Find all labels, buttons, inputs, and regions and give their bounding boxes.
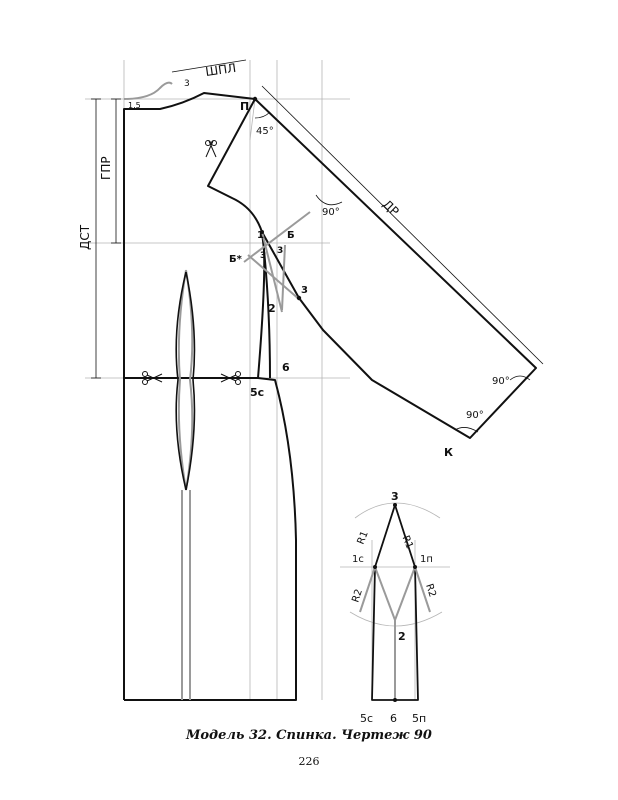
label-six: 6 bbox=[282, 361, 290, 374]
label-angle-45: 45° bbox=[256, 126, 274, 137]
page-number: 226 bbox=[298, 755, 320, 768]
label-three-b: 3 bbox=[277, 246, 283, 256]
inset-label-five-c: 5с bbox=[360, 712, 373, 725]
label-shpl: ШПЛ bbox=[204, 61, 237, 79]
dimension-lines bbox=[91, 59, 544, 379]
label-one-five: 1.5 bbox=[128, 101, 141, 110]
inset-label-three: 3 bbox=[391, 490, 399, 503]
label-three-a: 3 bbox=[260, 251, 266, 261]
label-angle-90-a: 90° bbox=[322, 207, 340, 218]
label-b-star: Б* bbox=[229, 254, 243, 265]
inset-label-r1-left: R1 bbox=[356, 530, 371, 546]
label-one: 1 bbox=[257, 230, 264, 241]
figure-caption: Модель 32. Спинка. Чертеж 90 bbox=[186, 728, 432, 743]
back-outline bbox=[123, 92, 537, 701]
inset-label-five-p: 5п bbox=[412, 712, 426, 725]
label-three-top: 3 bbox=[184, 79, 190, 89]
label-angle-90-c: 90° bbox=[466, 410, 484, 421]
label-dr: ДР bbox=[380, 197, 402, 219]
points bbox=[252, 96, 302, 301]
label-dst: ДСТ bbox=[78, 224, 92, 250]
inset-label-six: 6 bbox=[390, 712, 397, 725]
label-p: П bbox=[240, 100, 249, 113]
scissors-icon bbox=[220, 371, 241, 385]
angle-marks bbox=[254, 111, 531, 433]
label-two: 2 bbox=[268, 302, 276, 315]
inset-label-one-c: 1с bbox=[352, 554, 364, 565]
inset-label-r2-right: R2 bbox=[423, 583, 438, 599]
scissors-icon bbox=[142, 371, 163, 385]
label-five-c: 5с bbox=[250, 386, 264, 399]
inset-label-r1-right: R1 bbox=[400, 534, 415, 550]
inset-grey bbox=[359, 566, 431, 700]
label-gpr: ГПР bbox=[99, 156, 113, 180]
label-b: Б bbox=[287, 230, 295, 241]
inset-label-one-p: 1п bbox=[420, 554, 433, 565]
label-k: К bbox=[444, 446, 453, 459]
inset-points bbox=[373, 503, 417, 702]
label-angle-90-b: 90° bbox=[492, 376, 510, 387]
grey-construction bbox=[123, 81, 311, 700]
scissors-icon bbox=[205, 140, 217, 158]
label-three-c: 3 bbox=[301, 285, 308, 296]
inset-label-r2-left: R2 bbox=[350, 588, 365, 604]
waist-dart bbox=[175, 271, 196, 491]
inset-label-two: 2 bbox=[398, 630, 406, 643]
